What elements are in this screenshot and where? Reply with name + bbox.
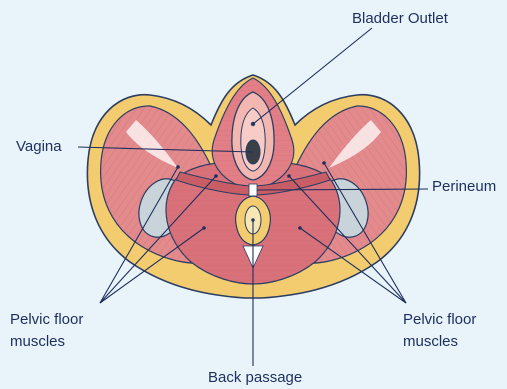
label-pelvic-floor-right-line2: muscles xyxy=(403,331,476,353)
label-pelvic-floor-right-line1: Pelvic floor xyxy=(403,309,476,331)
perineal-body xyxy=(249,184,257,196)
label-pelvic-floor-left: Pelvic floor muscles xyxy=(10,309,83,353)
label-bladder-outlet: Bladder Outlet xyxy=(352,9,448,29)
label-back-passage: Back passage xyxy=(208,368,302,388)
label-vagina: Vagina xyxy=(16,137,62,157)
label-pelvic-floor-right: Pelvic floor muscles xyxy=(403,309,476,353)
label-pelvic-floor-left-line1: Pelvic floor xyxy=(10,309,83,331)
label-perineum: Perineum xyxy=(432,177,496,197)
label-pelvic-floor-left-line2: muscles xyxy=(10,331,83,353)
